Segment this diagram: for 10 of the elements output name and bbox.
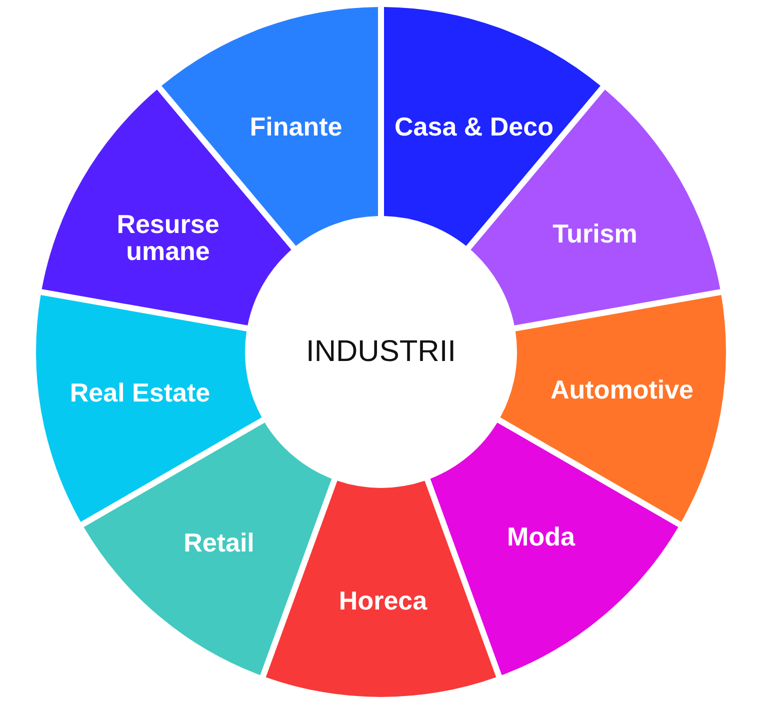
segment-label: Real Estate — [70, 380, 210, 406]
segment-label: Moda — [507, 524, 575, 550]
segment-label: Casa & Deco — [394, 114, 554, 140]
segment-label: Turism — [552, 220, 638, 248]
segment-label: Retail — [184, 530, 254, 556]
segment-label: Automotive — [550, 376, 694, 404]
segment-label: Horeca — [338, 588, 428, 614]
segment-label: Finante — [250, 114, 342, 140]
segment-label: Resurse umane — [116, 211, 220, 265]
center-label: INDUSTRII — [306, 336, 456, 368]
